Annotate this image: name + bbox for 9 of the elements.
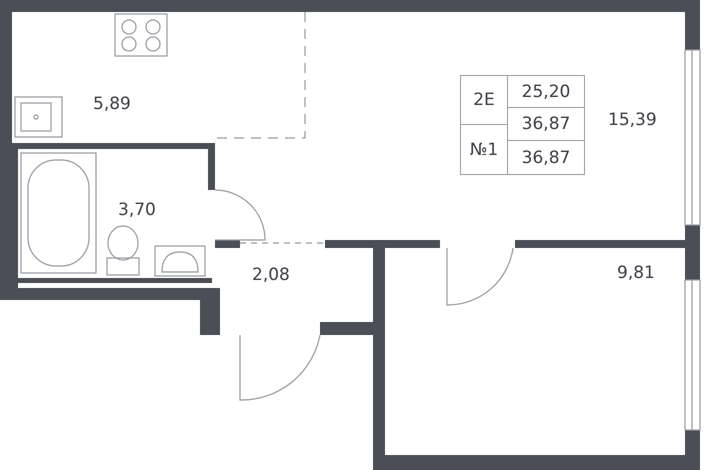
area-label: 3,70 — [118, 200, 156, 220]
area-label: 15,39 — [608, 110, 657, 130]
table-cell: 36,87 — [507, 140, 585, 175]
area-label: 2,08 — [252, 265, 290, 285]
table-cell: 25,20 — [507, 75, 585, 108]
table-cell: №1 — [460, 124, 508, 175]
table-cell: 2E — [460, 75, 508, 125]
area-label: 9,81 — [617, 263, 655, 283]
area-label: 5,89 — [93, 94, 131, 114]
